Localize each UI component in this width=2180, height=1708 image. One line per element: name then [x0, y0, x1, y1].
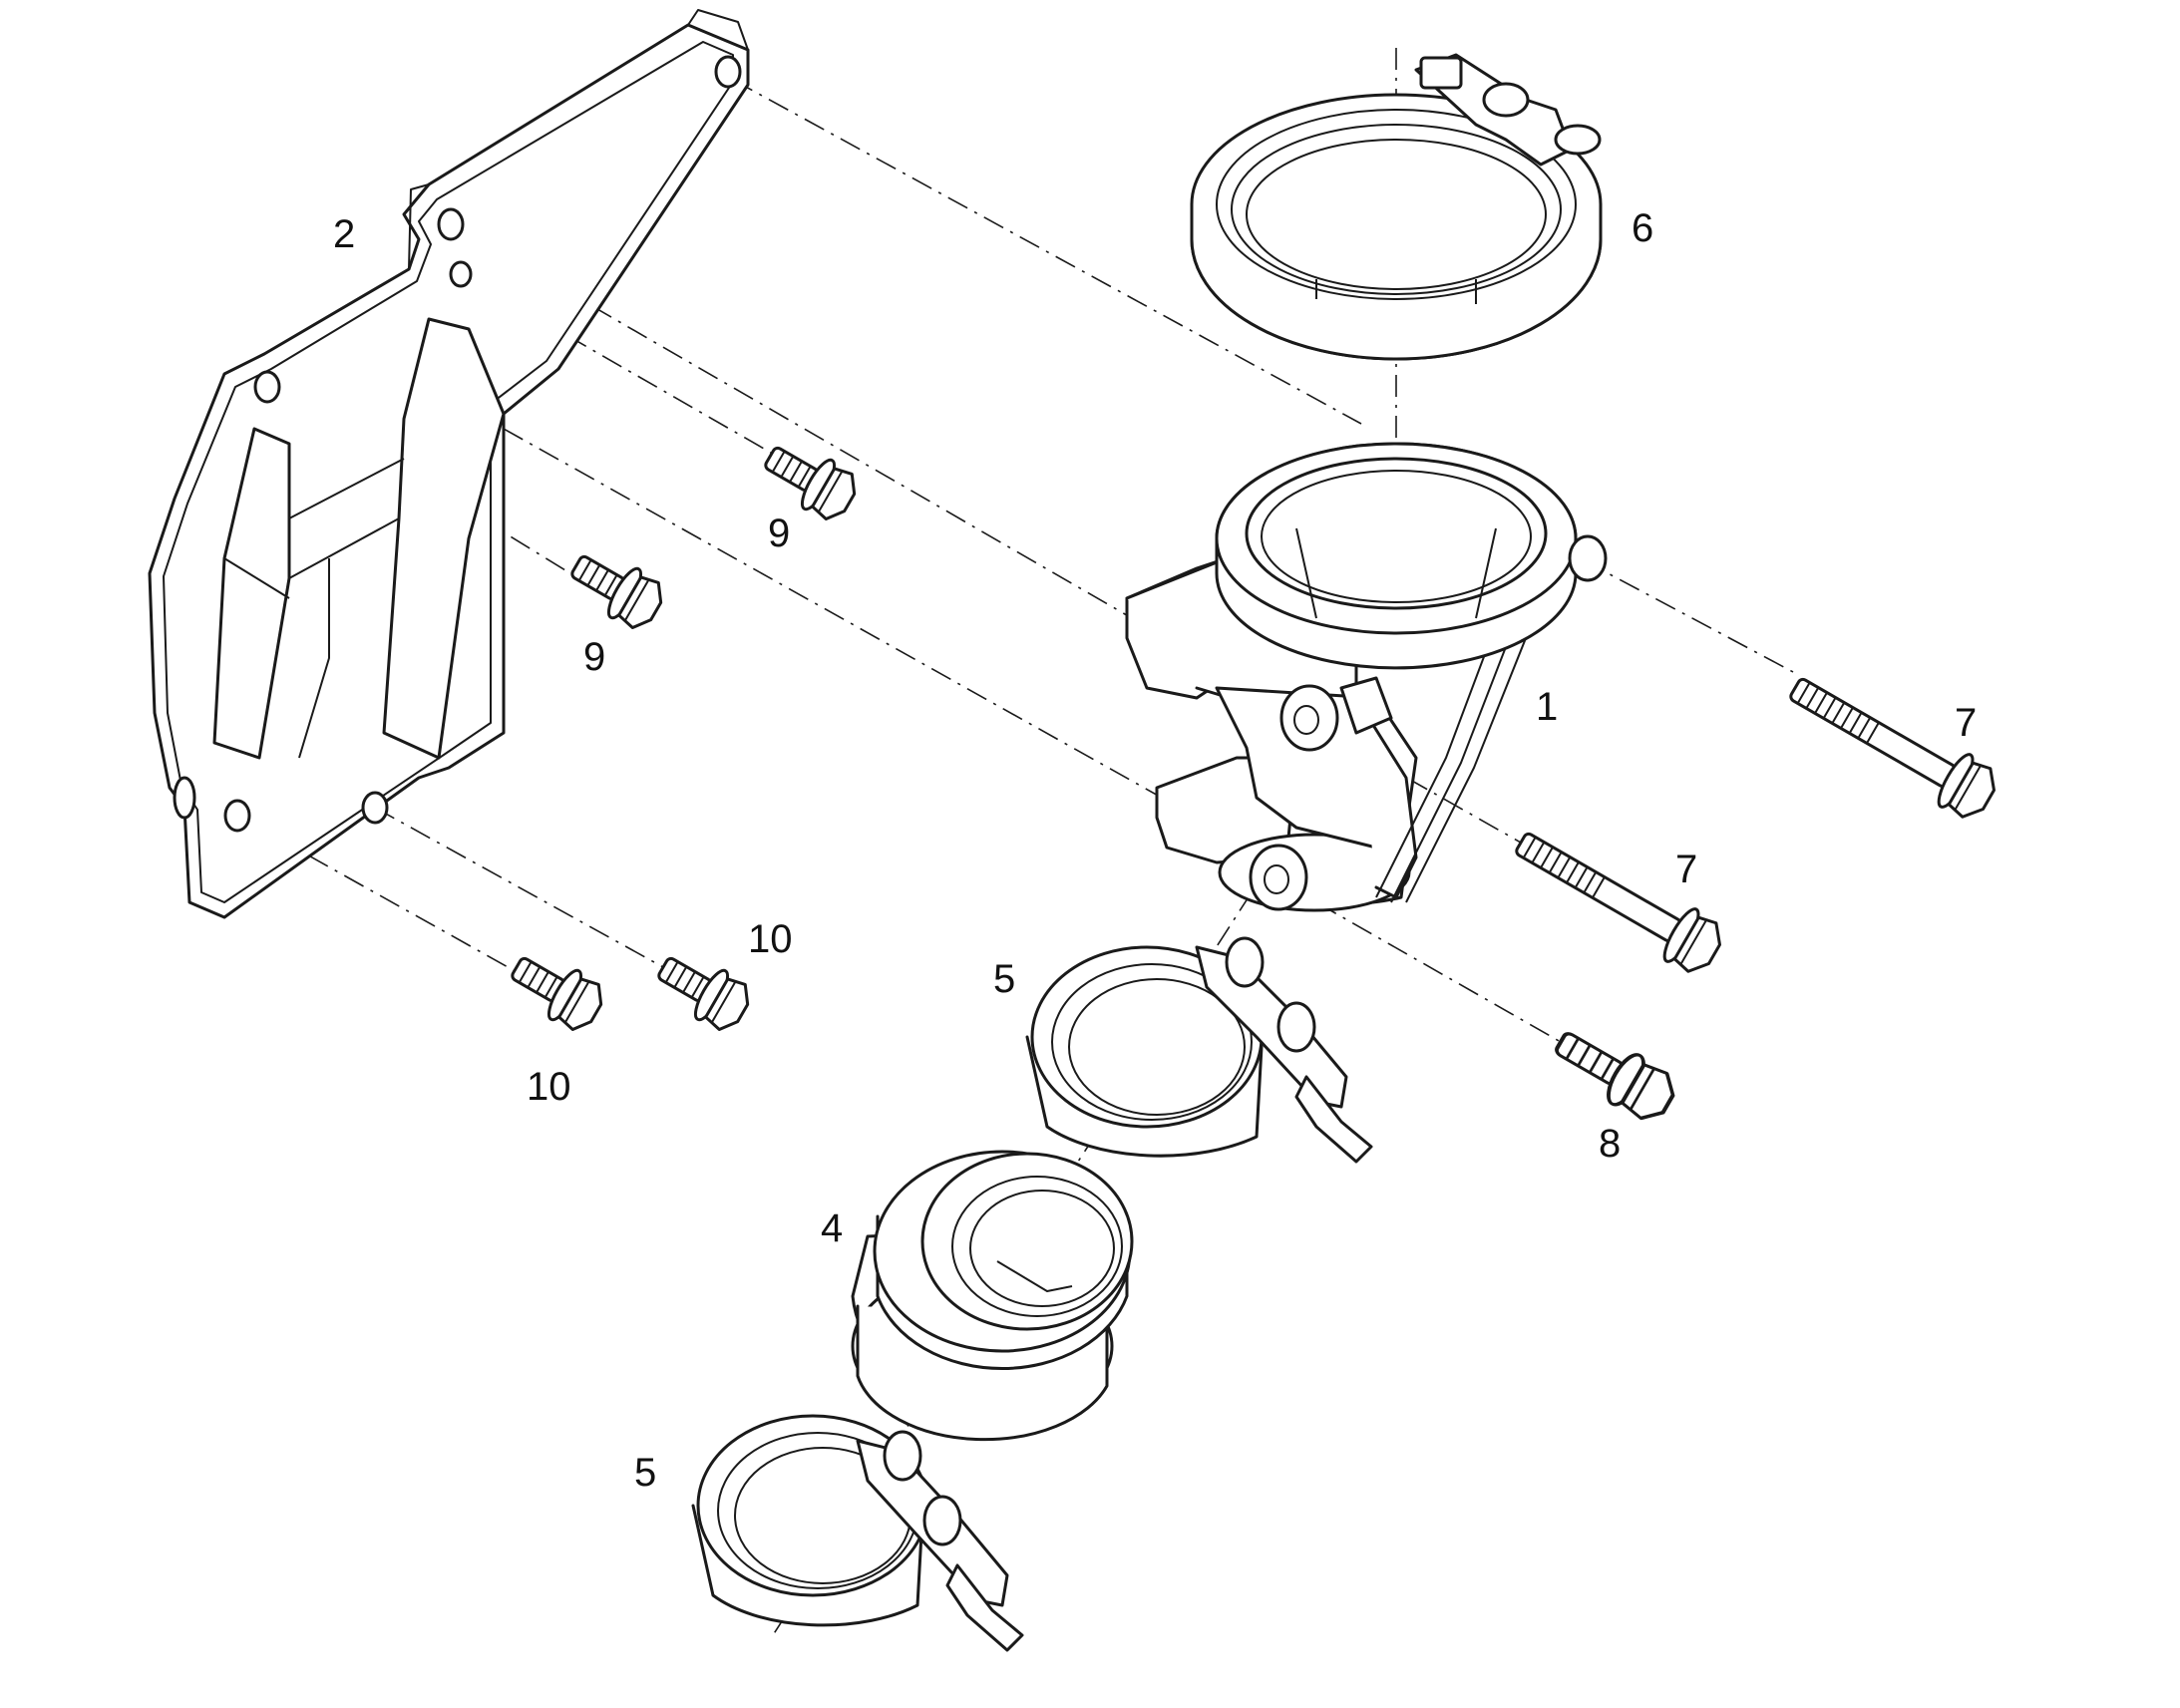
callout-10-right: 10	[748, 917, 793, 961]
callout-10-left: 10	[527, 1065, 571, 1109]
bolt-10-left	[501, 941, 612, 1039]
hose-coupler	[851, 1150, 1134, 1442]
bolt-8	[1545, 1015, 1684, 1131]
callout-7-lower: 7	[1675, 848, 1697, 891]
large-vband-clamp	[1190, 53, 1603, 361]
callout-5-lower: 5	[634, 1451, 656, 1495]
small-vband-clamp-lower	[691, 1414, 1024, 1652]
callout-2: 2	[333, 212, 355, 256]
callout-4: 4	[821, 1206, 843, 1250]
callout-8: 8	[1599, 1122, 1621, 1166]
bolt-9-lower	[560, 539, 672, 637]
bolt-10-right	[647, 941, 759, 1039]
bolt-7-lower	[1504, 815, 1731, 982]
callout-9-lower: 9	[583, 635, 605, 679]
outlet-housing	[1125, 442, 1608, 912]
callout-9-upper: 9	[768, 512, 790, 555]
small-vband-clamp-upper	[1025, 936, 1373, 1164]
mounting-bracket	[148, 9, 750, 919]
callout-labels: 1 2 4 5 5 6 7 7 8 9 9 10 10	[333, 206, 1977, 1495]
callout-6: 6	[1632, 206, 1653, 250]
callout-7-upper: 7	[1955, 701, 1977, 745]
callout-1: 1	[1536, 685, 1558, 729]
callout-5-upper: 5	[993, 957, 1015, 1001]
